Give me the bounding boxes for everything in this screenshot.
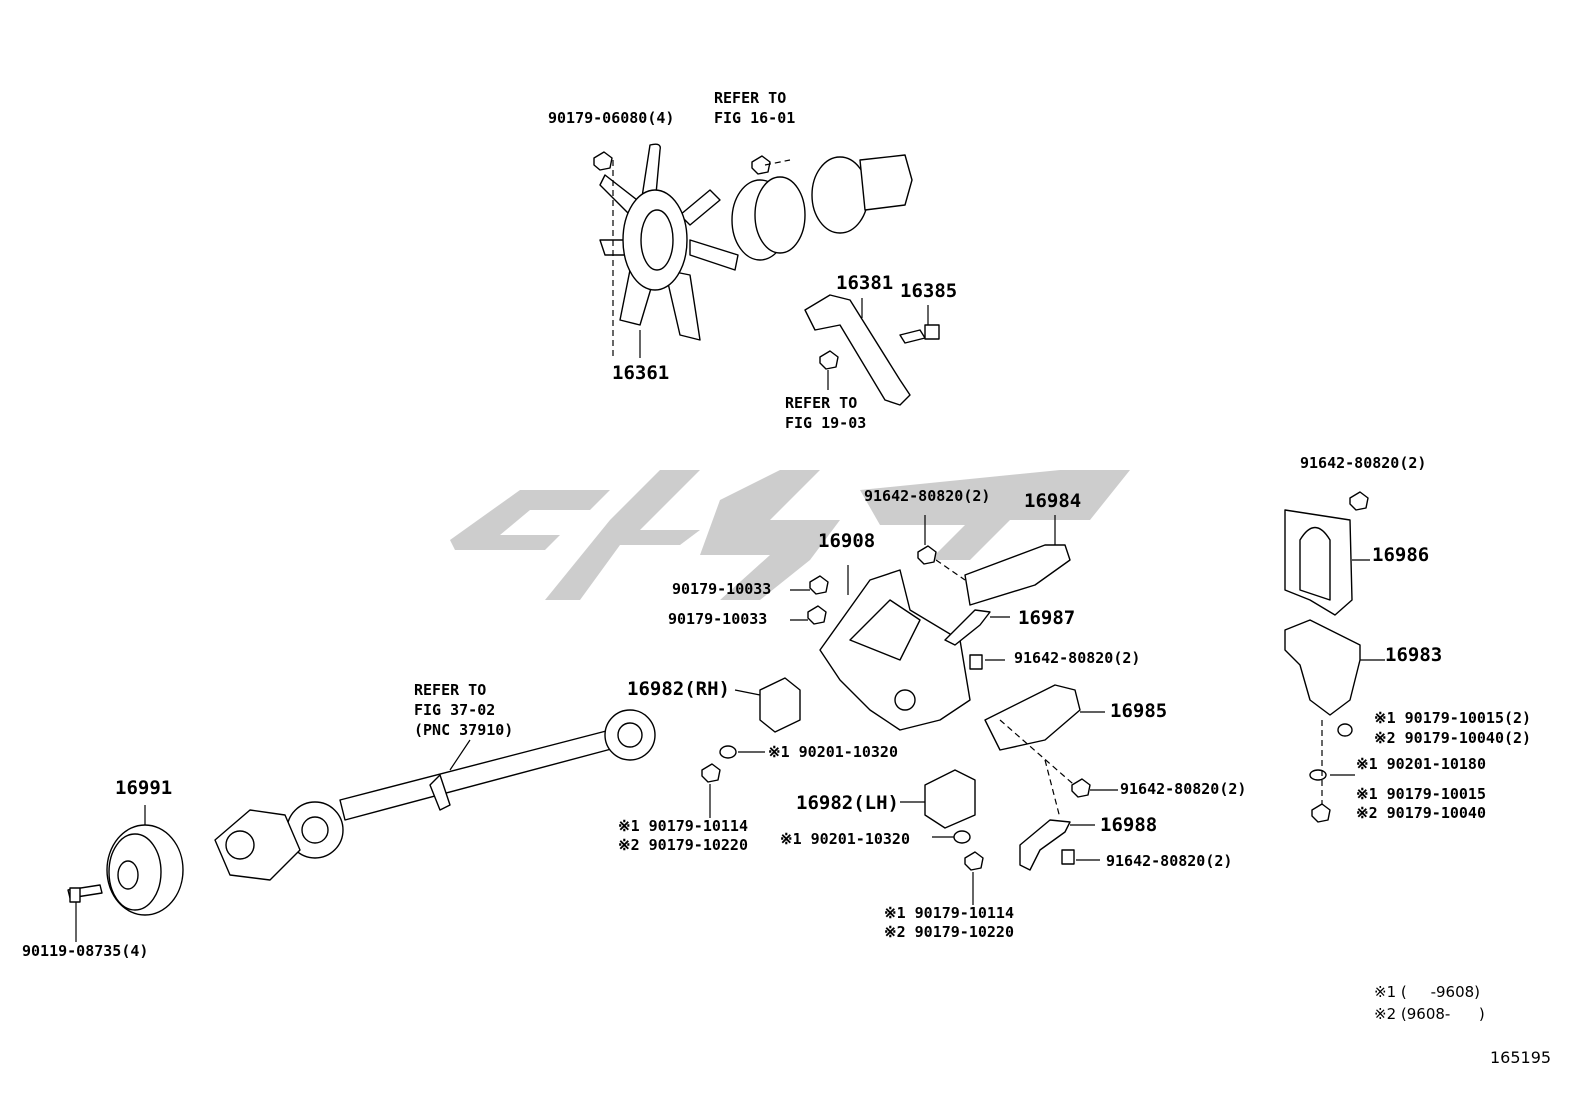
label-91642-80820-far: 91642-80820(2) [1300, 454, 1427, 472]
mount-16982-lh [900, 769, 984, 905]
insulator-16984 [917, 515, 1071, 606]
label-refer-fig-19-03-a: REFER TO [785, 394, 858, 412]
label-91642-80820-top: 91642-80820(2) [864, 487, 991, 505]
label-refer-fig-16-01-b: FIG 16-01 [714, 109, 796, 127]
label-90179-10220-a: ※2 90179-10220 [618, 836, 748, 854]
label-90201-10180: ※1 90201-10180 [1356, 755, 1486, 773]
label-91642-80820-mid: 91642-80820(2) [1014, 649, 1141, 667]
label-16983: 16983 [1385, 644, 1443, 666]
label-16985: 16985 [1110, 700, 1168, 722]
legend-note-2: ※2 (9608- ) [1374, 1005, 1485, 1023]
label-16986: 16986 [1372, 544, 1430, 566]
label-refer-fig-16-01-a: REFER TO [714, 89, 787, 107]
mount-16982-rh [719, 677, 801, 759]
label-91642-80820-bottom: 91642-80820(2) [1106, 852, 1233, 870]
label-90179-06080: 90179-06080(4) [548, 109, 675, 127]
label-90179-10220-b: ※2 90179-10220 [884, 923, 1014, 941]
fan-16361 [593, 143, 739, 360]
bracket-16987 [944, 609, 1010, 670]
label-16908: 16908 [818, 530, 876, 552]
fan-clutch [731, 154, 913, 261]
label-90179-10033-a: 90179-10033 [672, 580, 772, 598]
insulator-16985 [984, 684, 1118, 798]
mount-bracket-16908 [790, 565, 971, 731]
bracket-16381 [804, 294, 940, 406]
figure-number: 165195 [1490, 1048, 1552, 1067]
watermark-logo [450, 470, 1130, 600]
label-90119-08735: 90119-08735(4) [22, 942, 149, 960]
pulley-16991 [67, 805, 184, 942]
label-90179-10114-a: ※1 90179-10114 [618, 817, 748, 835]
label-16381: 16381 [836, 272, 894, 294]
label-refer-fig-19-03-b: FIG 19-03 [785, 414, 867, 432]
legend-note-1: ※1 ( -9608) [1374, 983, 1481, 1001]
bracket-16988 [1019, 759, 1100, 871]
insulator-16986 [1284, 491, 1370, 616]
label-refer-fig-37-02-a: REFER TO [414, 681, 487, 699]
label-16385: 16385 [900, 280, 958, 302]
label-16361: 16361 [612, 362, 670, 384]
label-16988: 16988 [1100, 814, 1158, 836]
label-90179-10040: ※2 90179-10040 [1356, 804, 1486, 822]
label-90201-10320-a: ※1 90201-10320 [768, 743, 898, 761]
label-16987: 16987 [1018, 607, 1076, 629]
label-refer-fig-37-02-b: FIG 37-02 [414, 701, 496, 719]
label-16991: 16991 [115, 777, 173, 799]
label-90201-10320-b: ※1 90201-10320 [780, 830, 910, 848]
label-90179-10015: ※1 90179-10015 [1356, 785, 1486, 803]
nut-10114-left [701, 763, 721, 818]
bracket-16983 [1284, 619, 1385, 823]
label-16982-rh: 16982(RH) [627, 678, 730, 700]
label-90179-10114-b: ※1 90179-10114 [884, 904, 1014, 922]
label-91642-80820-right: 91642-80820(2) [1120, 780, 1247, 798]
label-90179-10033-b: 90179-10033 [668, 610, 768, 628]
label-90179-10015-2: ※1 90179-10015(2) [1374, 709, 1532, 727]
label-90179-10040-2: ※2 90179-10040(2) [1374, 729, 1532, 747]
label-16982-lh: 16982(LH) [796, 792, 899, 814]
label-refer-fig-37-02-c: (PNC 37910) [414, 721, 514, 739]
drive-shaft [214, 709, 656, 881]
label-16984: 16984 [1024, 490, 1082, 512]
